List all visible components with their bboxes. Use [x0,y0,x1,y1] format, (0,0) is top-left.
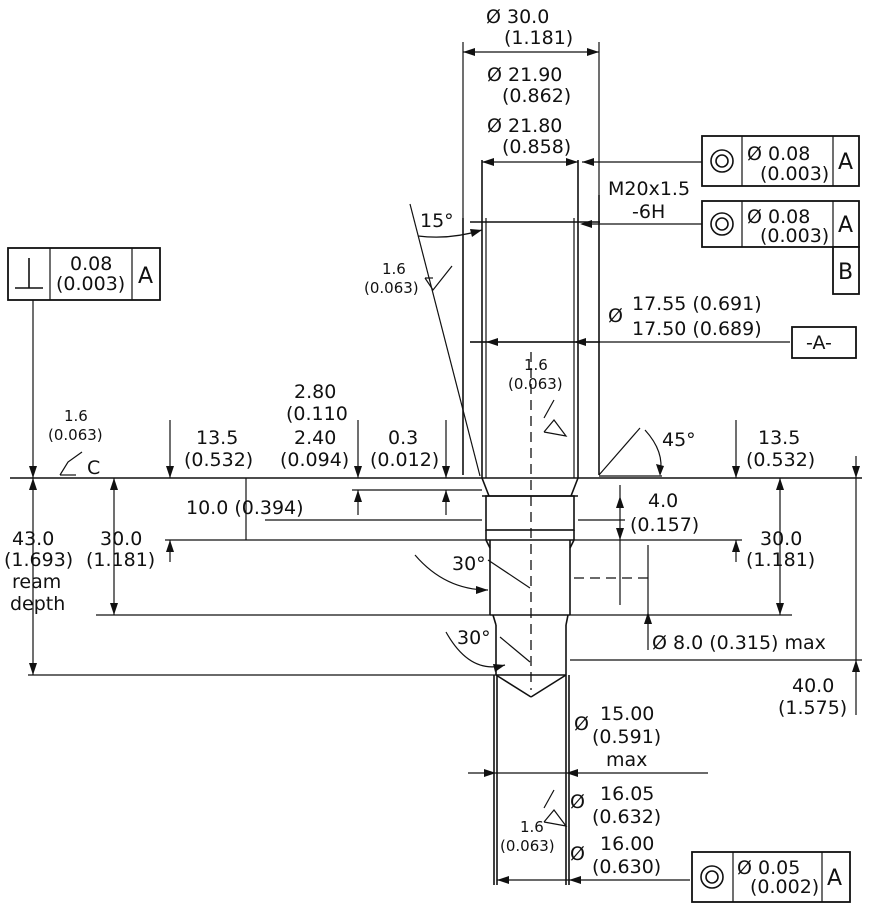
dia-21-80-in: (0.858) [502,136,571,158]
right-13-5: 13.5 [758,427,800,449]
right-1-181: (1.181) [746,549,815,571]
surface-finish-icon [59,265,568,827]
dia-17-prefix: Ø [608,305,623,327]
left-30-0: 30.0 [100,528,142,550]
angle-30-upper: 30° [452,553,486,575]
perp-in: (0.003) [56,273,125,295]
finish-3-ref: C [87,457,100,479]
dia-15-00: 15.00 [600,703,654,725]
dia-0-632: (0.632) [592,806,661,828]
conc3-in: (0.002) [750,876,819,898]
conc3-value: Ø 0.05 [737,857,800,879]
concentricity-icon [710,149,734,173]
dim-0-012: (0.012) [370,449,439,471]
conc2-value: Ø 0.08 [747,206,810,228]
finish-4-value: 1.6 [520,818,544,836]
thread-spec-2: -6H [632,201,665,223]
dim-0-110: (0.110 [286,403,348,425]
conc2-datum-b: B [838,260,853,285]
concentricity-icon [710,212,734,236]
dim-10-0: 10.0 (0.394) [186,497,304,519]
concentricity-frame-2 [701,200,860,295]
angle-15: 15° [420,210,454,232]
finish-4-in: (0.063) [500,837,555,855]
frame-labels: 0.08 (0.003) A Ø 0.08 (0.003) A Ø 0.08 (… [56,143,853,898]
right-0-532: (0.532) [746,449,815,471]
angle-45: 45° [662,429,696,451]
dim-4-0: 4.0 [648,490,678,512]
finish-3-value: 1.6 [64,407,88,425]
part-outline [10,160,862,885]
dim-0-094: (0.094) [280,449,349,471]
dia-16-05: 16.05 [600,783,654,805]
conc1-datum: A [838,150,853,175]
finish-1-in: (0.063) [364,279,419,297]
perpendicularity-frame [7,247,161,301]
dim-43-0: 43.0 [12,528,54,550]
dim-2-40: 2.40 [294,427,336,449]
dia-16-prefix-a: Ø [570,791,585,813]
angle-30-lower: 30° [457,627,491,649]
datum-a-label: -A- [806,332,832,354]
perp-value: 0.08 [70,253,112,275]
dia-21-80: Ø 21.80 [487,115,562,137]
dia-8-0: Ø 8.0 (0.315) max [652,632,826,654]
dia-15-max: max [606,749,647,771]
finish-1-value: 1.6 [382,260,406,278]
dia-16-00: 16.00 [600,833,654,855]
finish-3-in: (0.063) [48,426,103,444]
conc2-datum-a: A [838,213,853,238]
left-1-181: (1.181) [86,549,155,571]
dim-40-0: 40.0 [792,675,834,697]
dia-15-prefix: Ø [574,713,589,735]
dim-1-575: (1.575) [778,697,847,719]
dia-0-591: (0.591) [592,726,661,748]
dim-0-3: 0.3 [388,427,418,449]
concentricity-icon [700,865,724,889]
dia-0-630: (0.630) [592,856,661,878]
finish-2-value: 1.6 [524,356,548,374]
dia-21-90: Ø 21.90 [487,64,562,86]
conc1-value: Ø 0.08 [747,143,810,165]
finish-labels: 1.6 (0.063) 1.6 (0.063) 1.6 (0.063) C 1.… [48,260,563,855]
left-13-5: 13.5 [196,427,238,449]
concentricity-frame-3 [691,851,851,903]
finish-2-in: (0.063) [508,375,563,393]
top-dia-30-in: (1.181) [504,27,573,49]
datum-a-frame [791,326,857,359]
depth-label: depth [10,593,65,615]
dia-17-50: 17.50 (0.689) [632,318,762,340]
dimension-lines [28,42,862,884]
dimension-labels: Ø 30.0 (1.181) Ø 21.90 (0.862) Ø 21.80 (… [4,6,847,878]
dim-0-157: (0.157) [630,514,699,536]
top-dia-30: Ø 30.0 [486,6,549,28]
conc3-datum: A [827,866,842,891]
right-30-0: 30.0 [760,528,802,550]
dia-17-55: 17.55 (0.691) [632,293,762,315]
dia-16-prefix-b: Ø [570,843,585,865]
conc1-in: (0.003) [760,163,829,185]
conc2-in: (0.003) [760,225,829,247]
dia-21-90-in: (0.862) [502,85,571,107]
ream-label: ream [12,571,61,593]
perp-datum: A [138,264,153,289]
dim-1-693: (1.693) [4,549,73,571]
left-0-532: (0.532) [184,449,253,471]
concentricity-frame-1 [701,135,860,187]
thread-spec-1: M20x1.5 [608,178,690,200]
dim-2-80: 2.80 [294,381,336,403]
